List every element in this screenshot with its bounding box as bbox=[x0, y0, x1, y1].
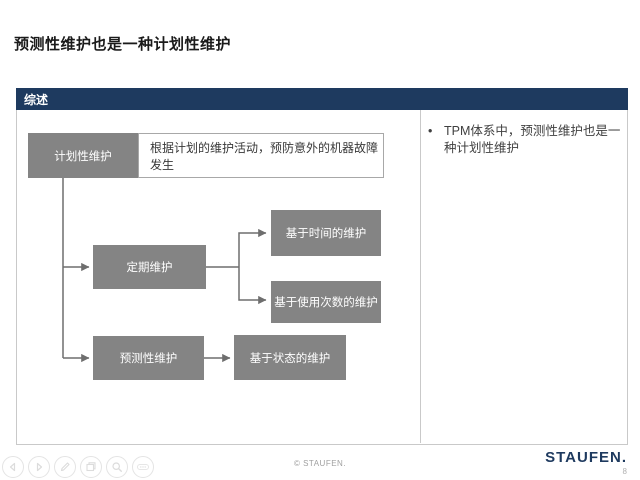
copy-icon bbox=[86, 462, 96, 472]
maintenance-diagram: 计划性维护 根据计划的维护活动，预防意外的机器故障发生 定期维护 基于时间的维护… bbox=[17, 110, 420, 443]
bullet-marker: • bbox=[428, 124, 433, 138]
node-predictive-maintenance: 预测性维护 bbox=[93, 336, 204, 380]
zoom-button[interactable] bbox=[106, 456, 128, 478]
node-time-based-maintenance: 基于时间的维护 bbox=[271, 210, 381, 256]
planned-maintenance-note: 根据计划的维护活动，预防意外的机器故障发生 bbox=[138, 133, 384, 178]
next-slide-button[interactable] bbox=[28, 456, 50, 478]
next-arrow-icon bbox=[36, 462, 43, 472]
node-planned-maintenance: 计划性维护 bbox=[28, 133, 138, 178]
bullet-text: TPM体系中，预测性维护也是一种计划性维护 bbox=[444, 124, 621, 156]
more-icon bbox=[137, 464, 149, 470]
node-periodic-maintenance: 定期维护 bbox=[93, 245, 206, 289]
copy-slide-button[interactable] bbox=[80, 456, 102, 478]
copyright-text: © STAUFEN. bbox=[293, 459, 347, 468]
slide-content-area: 计划性维护 根据计划的维护活动，预防意外的机器故障发生 定期维护 基于时间的维护… bbox=[16, 110, 628, 445]
section-header-bar: 综述 bbox=[16, 88, 628, 110]
section-header-label: 综述 bbox=[24, 92, 49, 107]
previous-arrow-icon bbox=[9, 462, 16, 472]
page-number: 8 bbox=[622, 467, 627, 476]
pen-button[interactable] bbox=[54, 456, 76, 478]
bullet-item: • TPM体系中，预测性维护也是一种计划性维护 bbox=[428, 123, 622, 158]
magnifier-icon bbox=[112, 462, 122, 472]
pen-icon bbox=[60, 462, 70, 472]
notes-panel: • TPM体系中，预测性维护也是一种计划性维护 bbox=[420, 110, 628, 443]
node-usage-based-maintenance: 基于使用次数的维护 bbox=[271, 281, 381, 323]
slideshow-toolbar bbox=[2, 456, 154, 478]
slide-title: 预测性维护也是一种计划性维护 bbox=[14, 36, 232, 53]
previous-slide-button[interactable] bbox=[2, 456, 24, 478]
more-tools-button[interactable] bbox=[132, 456, 154, 478]
node-condition-based-maintenance: 基于状态的维护 bbox=[234, 335, 346, 380]
staufen-logo: STAUFEN. bbox=[545, 449, 627, 466]
diagram-connectors bbox=[62, 178, 267, 363]
